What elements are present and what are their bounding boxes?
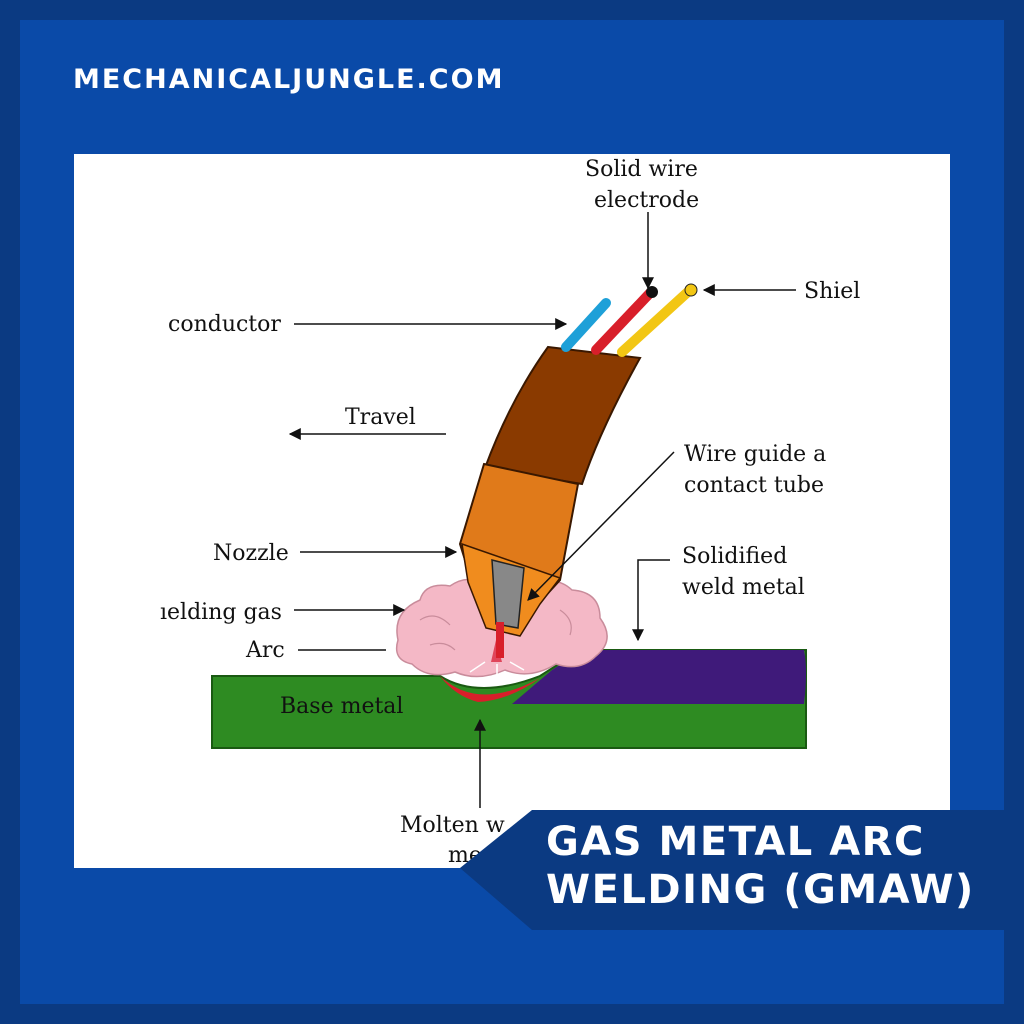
site-name: MECHANICALJUNGLE.COM	[73, 64, 505, 95]
label-molten: Molten w	[400, 813, 505, 838]
label-nozzle: Nozzle	[213, 541, 289, 566]
title-banner	[460, 810, 1024, 930]
shield-gas-hose	[617, 285, 695, 357]
label-base-metal: Base metal	[280, 694, 403, 719]
label-electrode: electrode	[594, 188, 699, 213]
label-contact-tube: contact tube	[684, 473, 824, 498]
conductor-cable	[561, 298, 611, 352]
banner-line-2: WELDING (GMAW)	[546, 867, 975, 913]
banner-title: GAS METAL ARC WELDING (GMAW)	[546, 818, 975, 914]
label-arc: Arc	[245, 638, 285, 663]
label-shielding-gas: ıelding gas	[160, 600, 282, 625]
banner-line-1: GAS METAL ARC	[546, 819, 925, 865]
label-weld-metal: weld metal	[682, 575, 805, 600]
wire	[496, 622, 504, 658]
label-wire-guide: Wire guide a	[684, 442, 826, 467]
electrode-cable	[591, 288, 655, 355]
label-conductor: conductor	[168, 312, 281, 337]
label-shield: Shiel	[804, 279, 860, 304]
label-solid-wire: Solid wire	[585, 157, 698, 182]
label-solidified: Solidified	[682, 544, 787, 569]
torch-body	[483, 345, 642, 486]
label-travel: Travel	[345, 405, 416, 430]
molten-weld-pool	[440, 676, 540, 702]
contact-tube	[491, 559, 525, 629]
